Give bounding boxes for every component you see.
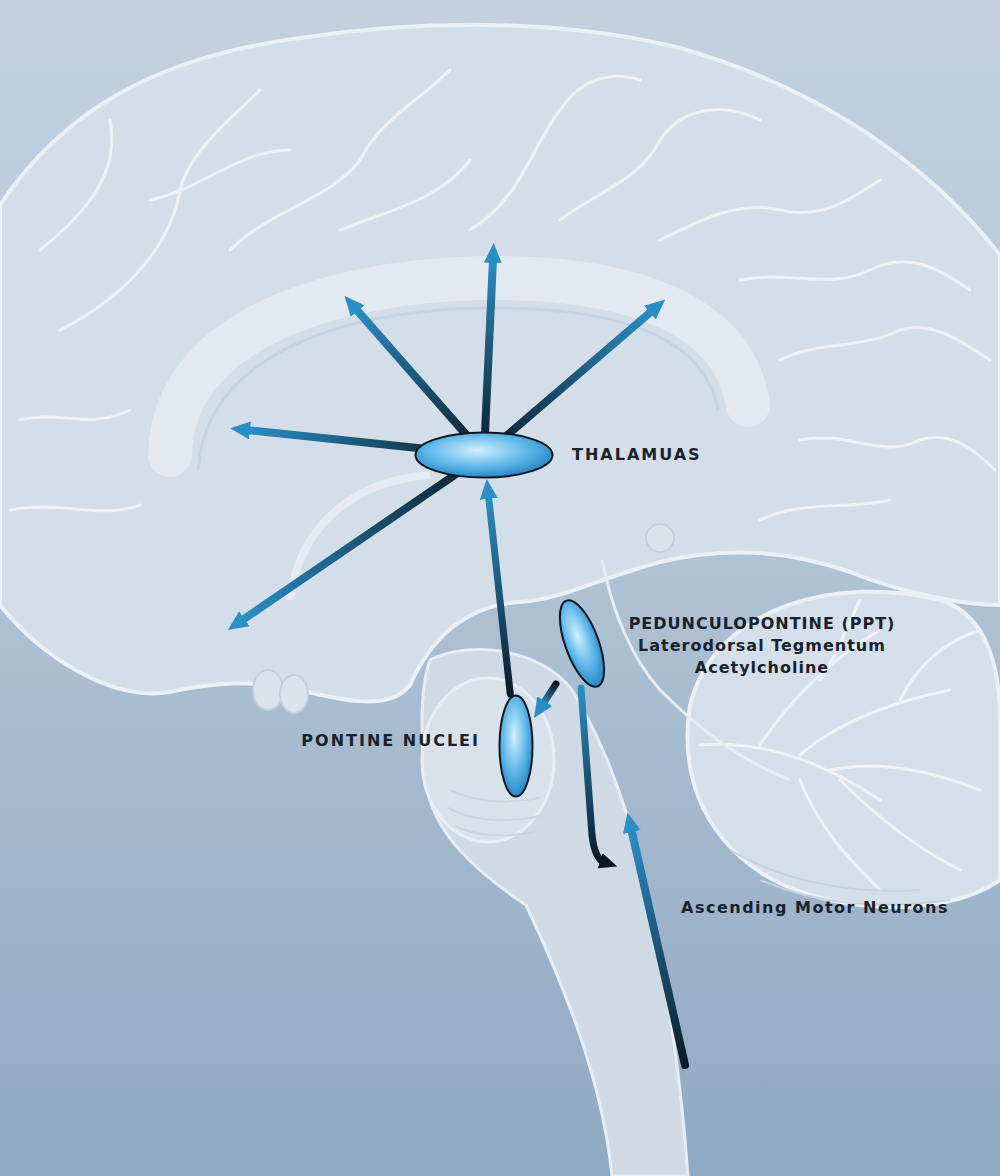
brainstem [422, 650, 688, 1176]
cerebellum-folia [730, 850, 950, 905]
thalamic-projections [241, 259, 653, 621]
nucleus-ellipse [416, 433, 553, 478]
nucleus-label: THALAMUAS [572, 444, 702, 466]
pathway-arrow [488, 495, 510, 694]
projection-arrow [484, 259, 493, 455]
projection-arrow [241, 455, 484, 621]
pathway-label: Ascending Motor Neurons [681, 897, 949, 919]
nucleus-name: THALAMUAS [572, 444, 702, 466]
nucleus-detail: Laterodorsal Tegmentum Acetylcholine [637, 635, 887, 679]
nucleus-label: PEDUNCULOPONTINE (PPT)Laterodorsal Tegme… [612, 613, 912, 679]
pons [422, 678, 554, 842]
ppt-node: PEDUNCULOPONTINE (PPT)Laterodorsal Tegme… [556, 595, 608, 692]
nucleus-ellipse [551, 595, 613, 692]
pons-striations [448, 790, 540, 835]
ellipse-shape [556, 595, 608, 692]
mammillary-body [253, 670, 283, 710]
sulci [10, 70, 995, 520]
thalamus-node: THALAMUAS [414, 431, 554, 479]
pontine-node: PONTINE NUCLEI [498, 694, 534, 798]
descending-arrow [581, 688, 604, 862]
pathway-arrow [543, 684, 556, 705]
nucleus-name: PONTINE NUCLEI [301, 730, 480, 752]
ellipse-shape [498, 694, 534, 798]
mammillary-body [280, 675, 308, 713]
pineal [646, 524, 674, 552]
ascending-arrow [631, 828, 685, 1065]
nucleus-label: PONTINE NUCLEI [301, 730, 480, 752]
ellipse-shape [414, 431, 554, 479]
nucleus-ellipse [500, 696, 533, 797]
nucleus-name: PEDUNCULOPONTINE (PPT) [612, 613, 912, 635]
